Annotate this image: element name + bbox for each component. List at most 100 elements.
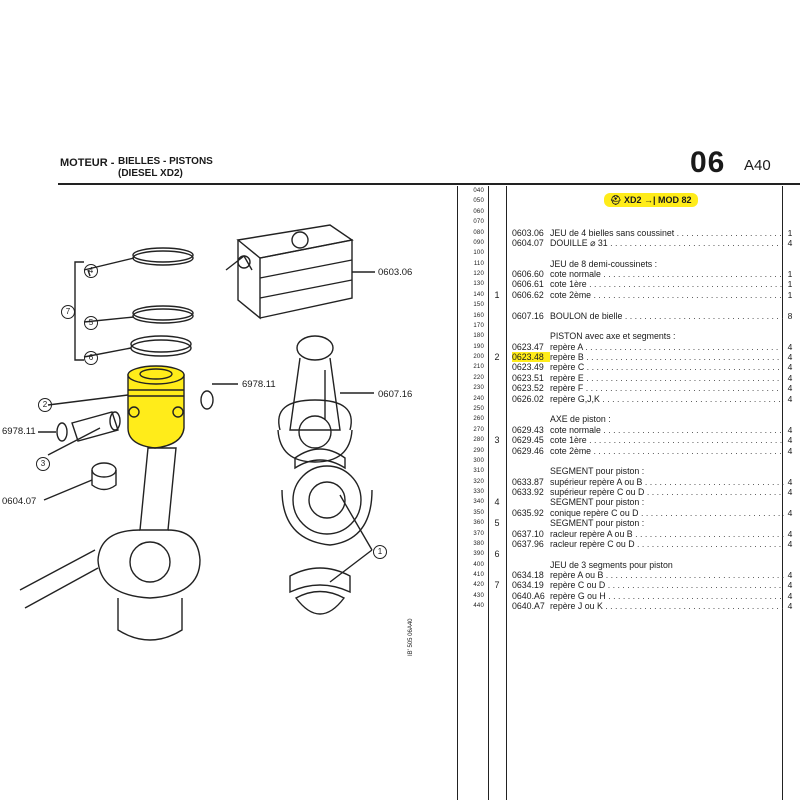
part-description: repère A ou B bbox=[550, 570, 604, 581]
leader-dots: . . . . . . . . . . . . . . . . . . . . … bbox=[586, 279, 783, 290]
part-description: SEGMENT pour piston : bbox=[550, 497, 645, 508]
group-number: 7 bbox=[494, 580, 500, 591]
part-quantity: 4 bbox=[787, 601, 793, 612]
part-quantity: 1 bbox=[787, 227, 793, 238]
part-reference: 0633.92 bbox=[512, 487, 544, 498]
part-quantity: 1 bbox=[787, 289, 793, 300]
part-row: 0634.18 repère A ou B . . . . . . . . . .… bbox=[512, 570, 784, 581]
line-code: 430 bbox=[473, 592, 484, 599]
part-reference: 0629.45 bbox=[512, 435, 544, 446]
part-reference: 0623.52 bbox=[512, 383, 544, 394]
part-description: JEU de 8 demi-coussinets : bbox=[550, 258, 658, 269]
line-code: 230 bbox=[473, 385, 484, 392]
part-quantity: 4 bbox=[787, 341, 793, 352]
part-description: AXE de piston : bbox=[550, 414, 611, 425]
part-reference: 0623.47 bbox=[512, 341, 544, 352]
part-description: cote normale bbox=[550, 424, 601, 435]
part-description: cote normale bbox=[550, 269, 601, 280]
leader-dots: . . . . . . . . . . . . . . . . . . . . … bbox=[646, 487, 784, 498]
part-description: DOUILLE ⌀ 31 bbox=[550, 237, 608, 248]
engine-icon: ⛑ bbox=[610, 195, 622, 205]
part-description: repère F bbox=[550, 383, 584, 394]
part-description: BOULON de bielle bbox=[550, 310, 623, 321]
line-code: 440 bbox=[473, 603, 484, 610]
part-reference: 0637.10 bbox=[512, 528, 544, 539]
part-quantity: 4 bbox=[787, 372, 793, 383]
table-left-border bbox=[457, 186, 458, 800]
line-code: 350 bbox=[473, 509, 484, 516]
table-qty-divider bbox=[782, 186, 783, 800]
leader-dots: . . . . . . . . . . . . . . . . . . . . … bbox=[584, 362, 780, 373]
piston-ring-6 bbox=[130, 335, 192, 357]
connecting-rod-left bbox=[19, 447, 201, 641]
part-reference: 0606.62 bbox=[512, 289, 544, 300]
callout-circle-4: 4 bbox=[84, 264, 98, 278]
leader-dots: . . . . . . . . . . . . . . . . . . . . … bbox=[644, 476, 784, 487]
line-code: 060 bbox=[473, 208, 484, 215]
callout-circle-6: 6 bbox=[84, 351, 98, 365]
piston-ring-4 bbox=[132, 247, 194, 266]
circlip-left bbox=[56, 422, 68, 442]
line-code: 120 bbox=[473, 271, 484, 278]
callout-leader-1 bbox=[329, 494, 373, 583]
part-reference: 0635.92 bbox=[512, 507, 544, 518]
part-row: PISTON avec axe et segments : bbox=[512, 331, 784, 342]
line-code: 190 bbox=[473, 343, 484, 350]
part-description: repère J ou K bbox=[550, 601, 603, 612]
line-code: 130 bbox=[473, 281, 484, 288]
part-reference: 0604.07 bbox=[512, 237, 544, 248]
line-code: 280 bbox=[473, 437, 484, 444]
leader-dots: . . . . . . . . . . . . . . . . . . . . … bbox=[605, 590, 784, 601]
part-description: repère C ou D bbox=[550, 580, 606, 591]
part-quantity: 4 bbox=[787, 507, 793, 518]
line-code: 380 bbox=[473, 540, 484, 547]
part-description: repère B bbox=[550, 352, 584, 363]
line-code: 160 bbox=[473, 312, 484, 319]
line-code: 360 bbox=[473, 520, 484, 527]
part-description: racleur repère A ou B bbox=[550, 528, 633, 539]
part-quantity: 4 bbox=[787, 352, 793, 363]
callout-circle-3: 3 bbox=[36, 457, 50, 471]
part-description: JEU de 3 segments pour piston bbox=[550, 559, 673, 570]
callout-circle-1: 1 bbox=[373, 545, 387, 559]
part-reference: 0623.48 bbox=[512, 352, 550, 363]
header-divider bbox=[58, 183, 800, 185]
page-subtitle: (DIESEL XD2) bbox=[118, 168, 183, 179]
line-code: 250 bbox=[473, 405, 484, 412]
part-row: SEGMENT pour piston : bbox=[512, 497, 784, 508]
line-code: 340 bbox=[473, 499, 484, 506]
part-description: cote 2ème bbox=[550, 445, 592, 456]
line-code: 140 bbox=[473, 291, 484, 298]
line-code: 200 bbox=[473, 354, 484, 361]
callout-0604-07: 0604.07 bbox=[2, 496, 37, 507]
piston-ring-5 bbox=[132, 305, 194, 324]
part-quantity: 4 bbox=[787, 590, 793, 601]
part-reference: 0623.49 bbox=[512, 362, 544, 373]
bearing-shell-upper bbox=[294, 448, 346, 470]
leader-dots: . . . . . . . . . . . . . . . . . . . . … bbox=[583, 372, 780, 383]
part-reference: 0634.19 bbox=[512, 580, 544, 591]
leader-dots: . . . . . . . . . . . . . . . . . . . . … bbox=[603, 570, 784, 581]
group-bracket bbox=[74, 261, 84, 361]
table-codes-divider bbox=[488, 186, 489, 800]
part-reference: 0634.18 bbox=[512, 570, 544, 581]
part-description: racleur repère C ou D bbox=[550, 538, 635, 549]
connecting-rod-right bbox=[277, 335, 353, 463]
callout-circle-2: 2 bbox=[38, 398, 52, 412]
part-description: cote 1ère bbox=[550, 279, 587, 290]
part-quantity: 4 bbox=[787, 445, 793, 456]
part-quantity: 4 bbox=[787, 528, 793, 539]
line-code: 420 bbox=[473, 582, 484, 589]
part-description: repère G ou H bbox=[550, 590, 606, 601]
part-quantity: 4 bbox=[787, 362, 793, 373]
